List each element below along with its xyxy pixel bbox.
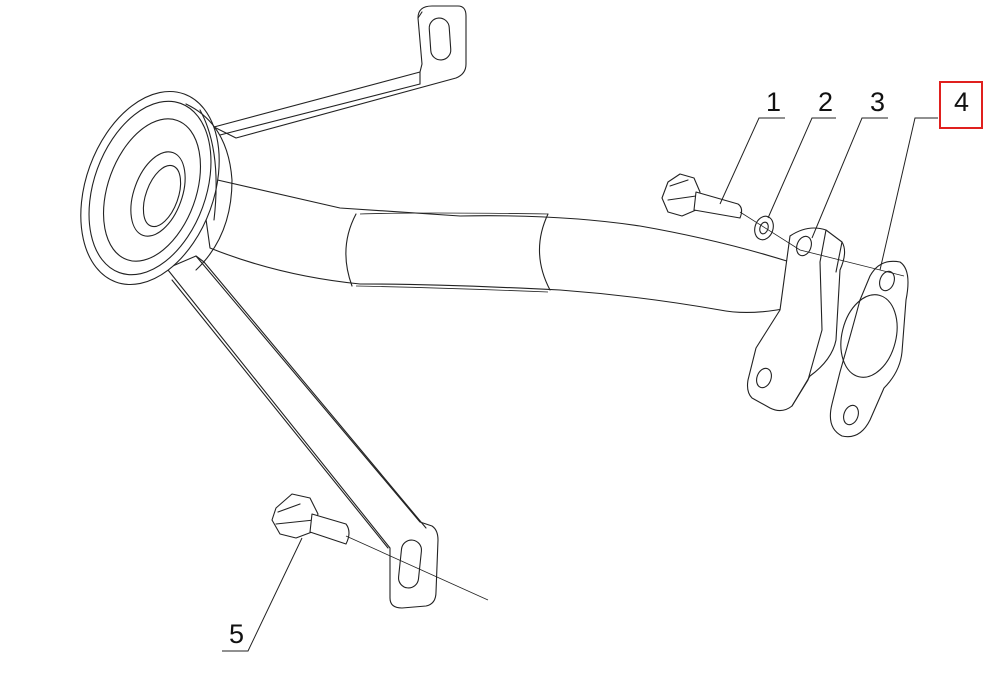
washer-part-2 bbox=[754, 215, 774, 241]
bolt-part-5 bbox=[271, 493, 350, 545]
pipe-body bbox=[199, 175, 821, 313]
callout-5[interactable]: 5 bbox=[229, 619, 244, 649]
bolt-part-1 bbox=[661, 173, 743, 219]
flange-gasket bbox=[829, 260, 909, 438]
callout-4[interactable]: 4 bbox=[954, 87, 969, 117]
assembly-axis-lines bbox=[345, 211, 905, 601]
callout-labels: 1 2 3 4 5 bbox=[229, 87, 969, 649]
callout-2[interactable]: 2 bbox=[818, 87, 833, 117]
funnel-end bbox=[80, 90, 233, 286]
callout-leaders bbox=[222, 117, 938, 652]
pipe-flange bbox=[746, 227, 846, 412]
callout-4-highlight bbox=[939, 81, 983, 129]
lower-bracket bbox=[167, 255, 439, 609]
callout-1[interactable]: 1 bbox=[766, 87, 781, 117]
upper-bracket bbox=[213, 5, 467, 139]
callout-3[interactable]: 3 bbox=[870, 87, 885, 117]
